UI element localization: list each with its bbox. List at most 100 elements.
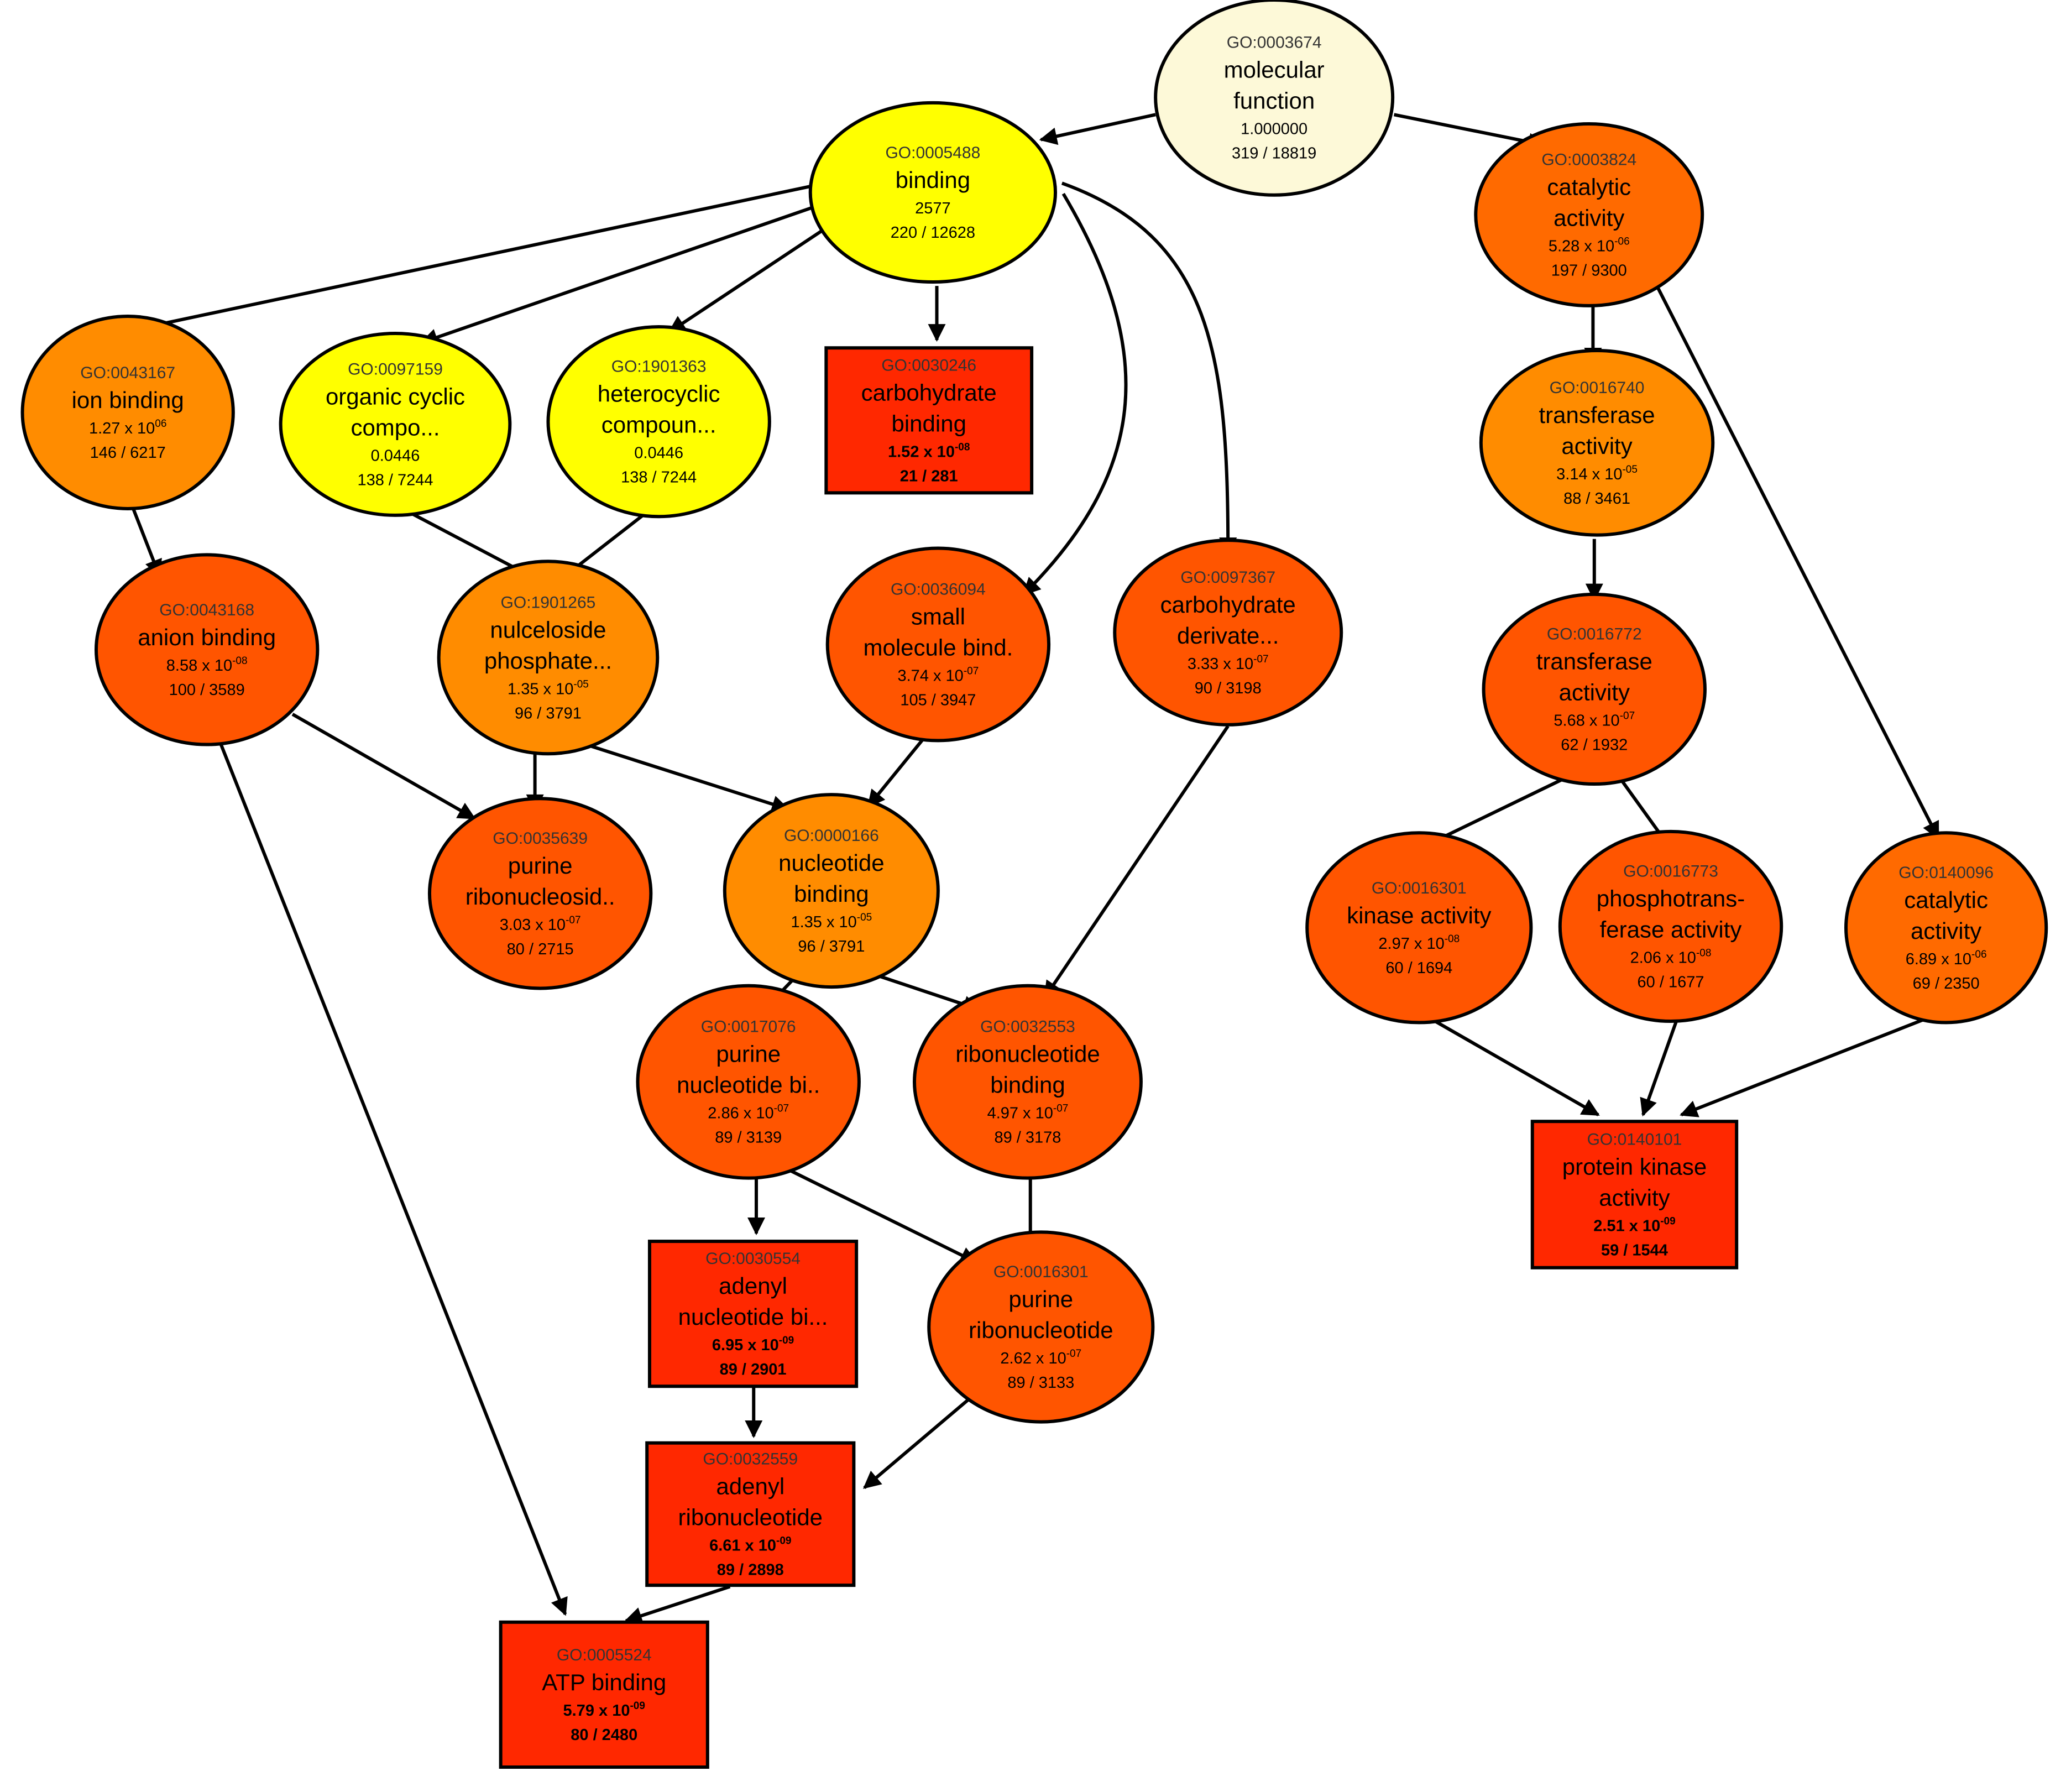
p-value-exponent: 06	[155, 418, 166, 430]
p-value-exponent: -06	[1614, 236, 1629, 247]
node-shape	[927, 1230, 1155, 1424]
term-name-label: adenyl	[719, 1273, 787, 1299]
term-name-label: catalytic	[1904, 887, 1988, 913]
term-name-label: organic cyclic	[326, 383, 465, 409]
term-name-label: ribonucleotide	[955, 1041, 1100, 1067]
gene-count-label: 80 / 2715	[507, 941, 574, 958]
term-name-label: derivate...	[1177, 623, 1279, 649]
term-name-label: activity	[1554, 205, 1624, 231]
gene-count-label: 146 / 6217	[90, 444, 166, 462]
go-id-label: GO:0030554	[705, 1250, 801, 1268]
term-name-label: protein kinase	[1562, 1153, 1707, 1179]
go-id-label: GO:0036094	[891, 580, 986, 598]
node-shape	[825, 546, 1051, 743]
term-name-label: ribonucleotide	[678, 1504, 823, 1530]
term-name-label: ATP binding	[542, 1669, 666, 1695]
term-name-label: transferase	[1539, 402, 1655, 428]
term-name-label: nucleotide bi..	[677, 1072, 820, 1098]
gene-count-label: 69 / 2350	[1913, 975, 1980, 992]
go-id-label: GO:0035639	[493, 829, 588, 848]
gene-count-label: 89 / 2898	[717, 1561, 784, 1579]
term-name-label: function	[1233, 87, 1315, 113]
p-value-label: 1.000000	[1241, 120, 1307, 138]
go-id-label: GO:0005488	[885, 144, 980, 162]
edge-0097367-to-0032553	[1043, 725, 1230, 999]
node-shape	[499, 1620, 709, 1769]
term-name-label: activity	[1599, 1184, 1670, 1210]
p-value-exponent: -08	[232, 655, 247, 667]
node-go-1901363[interactable]: GO:1901363heterocycliccompoun...0.044613…	[546, 325, 771, 519]
gene-count-label: 88 / 3461	[1563, 490, 1630, 508]
go-id-label: GO:0097159	[348, 360, 443, 378]
term-name-label: carbohydrate	[861, 379, 997, 405]
gene-count-label: 96 / 3791	[515, 704, 582, 722]
gene-count-label: 138 / 7244	[357, 471, 433, 489]
node-shape	[1844, 831, 2048, 1025]
gene-count-label: 89 / 3139	[715, 1129, 782, 1147]
gene-count-label: 90 / 3198	[1195, 680, 1262, 697]
node-shape	[1558, 829, 1783, 1023]
edge-0032559-to-0005524	[624, 1585, 731, 1624]
edge-1901265-to-0000166	[564, 736, 790, 813]
go-id-label: GO:0016773	[1623, 862, 1718, 880]
p-value-exponent: -05	[857, 912, 872, 923]
p-value-exponent: -09	[630, 1700, 645, 1712]
p-value-exponent: -08	[955, 441, 970, 453]
node-shape	[723, 793, 940, 989]
go-id-label: GO:0016772	[1547, 625, 1642, 643]
go-id-label: GO:1901363	[611, 358, 707, 376]
go-id-label: GO:1901265	[501, 593, 596, 612]
term-name-label: compoun...	[602, 412, 716, 438]
go-id-label: GO:0140101	[1587, 1130, 1682, 1148]
p-value-label: 3.03 x 10-07	[500, 915, 581, 934]
p-value-label: 1.27 x 1006	[89, 418, 166, 437]
edge-0017076-to-0016301b	[775, 1162, 978, 1264]
term-name-label: purine	[508, 853, 573, 879]
gene-count-label: 220 / 12628	[891, 224, 975, 242]
node-shape	[437, 560, 660, 756]
p-value-exponent: -07	[1253, 654, 1268, 665]
p-value-exponent: -07	[1620, 710, 1635, 722]
gene-count-label: 100 / 3589	[169, 681, 245, 699]
go-id-label: GO:0097367	[1180, 568, 1275, 587]
node-shape	[1474, 122, 1704, 307]
term-name-label: purine	[716, 1041, 781, 1067]
p-value-label: 5.79 x 10-09	[563, 1700, 645, 1720]
node-shape	[94, 553, 320, 746]
node-shape	[1154, 0, 1395, 197]
edge-0016773-to-0140101	[1640, 1014, 1681, 1117]
p-value-exponent: -09	[1660, 1215, 1675, 1227]
gene-count-label: 80 / 2480	[571, 1726, 637, 1744]
p-value-exponent: -05	[573, 678, 588, 690]
node-shape	[546, 325, 771, 519]
term-name-label: kinase activity	[1347, 902, 1491, 928]
go-id-label: GO:0016301	[1372, 879, 1467, 897]
node-shape	[645, 1441, 856, 1587]
gene-count-label: 60 / 1677	[1638, 973, 1704, 991]
p-value-exponent: -07	[566, 915, 580, 926]
